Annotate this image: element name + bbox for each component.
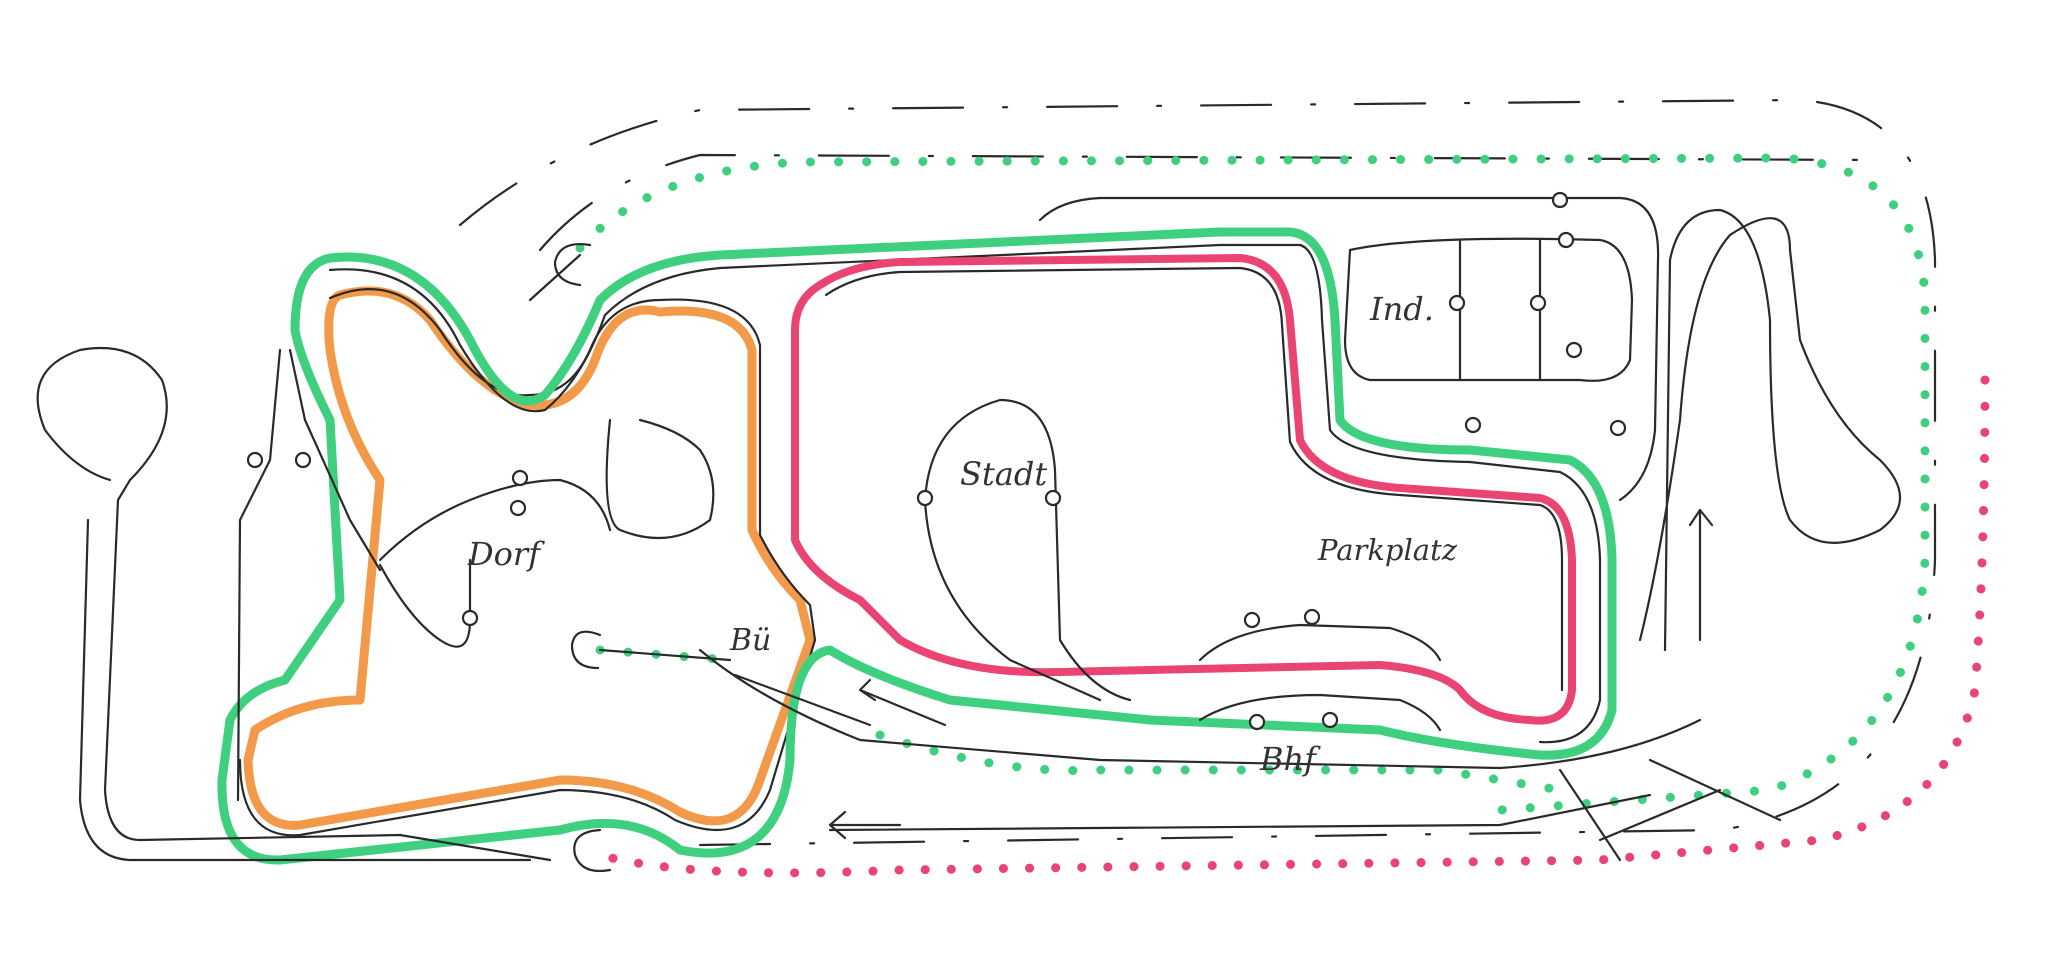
- dorf-siding: [378, 478, 612, 648]
- inner-hidden-track: [538, 153, 1882, 252]
- parkplatz-siding: [1198, 623, 1442, 732]
- signal-left-2: [294, 451, 312, 469]
- label-dorf: Dorf: [467, 535, 545, 573]
- hook-bue: [570, 630, 602, 670]
- signal-stadt-1: [916, 489, 934, 507]
- signal-parkplatz-2: [1303, 608, 1321, 626]
- bue-crossing: [598, 648, 872, 727]
- bahnhof-tracks: [698, 648, 1702, 832]
- red-stadt-track: [824, 266, 1564, 692]
- signal-bhf-1: [1248, 713, 1266, 731]
- signal-ind-3: [1565, 341, 1583, 359]
- signal-dorf-1: [511, 469, 529, 487]
- red-dotted-outer-route: [595, 375, 1990, 878]
- industry-upper-track: [1038, 196, 1660, 502]
- signal-bhf-2: [1321, 711, 1339, 729]
- left-inner-track: [236, 348, 382, 802]
- signal-top-1: [1551, 191, 1569, 209]
- signal-right-2: [1609, 419, 1627, 437]
- arrow-up-right: [1688, 508, 1714, 642]
- arrow-left-bottom: [828, 810, 902, 840]
- signal-ind-1: [1448, 294, 1466, 312]
- lower-crossing-tracks: [1558, 758, 1782, 862]
- label-bue: Bü: [729, 623, 771, 658]
- middle-tunnel-loop: [605, 418, 715, 540]
- signal-right-1: [1464, 416, 1482, 434]
- hook-bottom: [573, 828, 612, 873]
- label-parkplatz: Parkplatz: [1317, 533, 1458, 567]
- right-loop: [1638, 208, 1902, 652]
- label-stadt: Stadt: [960, 455, 1047, 493]
- green-dotted-outer-route: [575, 153, 1930, 815]
- left-outer-track: [78, 518, 532, 862]
- signal-ind-2: [1529, 294, 1547, 312]
- signals: [246, 191, 1627, 731]
- green-main-loop: [217, 227, 1617, 865]
- signal-dorf-2: [509, 499, 527, 517]
- signal-stadt-2: [1044, 489, 1062, 507]
- label-industrie: Ind.: [1369, 290, 1434, 328]
- red-stadt-loop: [791, 254, 1576, 725]
- signal-top-2: [1557, 231, 1575, 249]
- left-terminal-loop: [36, 346, 552, 862]
- hook-top-left: [528, 243, 592, 302]
- label-bahnhof: Bhf: [1259, 740, 1321, 778]
- stadt-branch: [923, 398, 1132, 702]
- outer-hidden-track: [458, 98, 1937, 847]
- green-main-track: [328, 243, 1602, 744]
- signal-left-1: [246, 451, 264, 469]
- signal-dorf-3: [461, 609, 479, 627]
- signal-parkplatz-1: [1243, 611, 1261, 629]
- arrow-left-middle: [858, 678, 947, 727]
